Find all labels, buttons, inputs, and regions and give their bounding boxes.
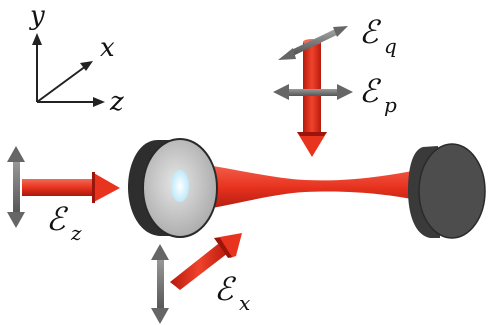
x-axis-line [36,65,87,103]
right-mirror [408,143,486,239]
y-axis-label: y [29,1,45,31]
top-pump-beam [297,39,327,157]
right-mirror-face [418,143,486,239]
eq-arrowhead-right [333,26,348,37]
ep-symbol: ℰ [359,72,382,110]
ep-arrowhead-right [337,84,353,100]
z-axis-arrowhead [93,97,105,107]
eq-polarization-arrow [278,26,348,60]
ex-beam-arrowhead [214,233,242,258]
left-mirror-beam-spot [171,170,189,202]
label-ez: ℰ z [46,200,82,245]
ez-arrowhead-top [7,146,25,162]
label-ex: ℰ x [214,270,250,315]
ez-arrowhead-bottom [7,212,25,228]
x-axis-arrowhead [80,61,93,71]
x-axis-label: x [100,33,115,63]
eq-subscript: q [384,34,397,58]
ez-beam-arrowhead [92,172,120,203]
ex-polarization-arrow [151,244,169,324]
ex-beam-shaft [170,244,228,290]
ez-subscript: z [70,221,82,245]
left-mirror [128,138,218,238]
y-axis-arrowhead [32,33,42,45]
ez-polarization-arrow [7,146,25,228]
eq-symbol: ℰ [359,13,382,51]
label-ep: ℰ p [359,72,397,117]
z-axis-label: z [109,87,124,117]
ez-symbol: ℰ [46,200,69,238]
ez-beam-shaft [22,179,98,196]
ex-subscript: x [239,291,250,315]
ex-beam [170,233,242,290]
top-beam-shaft [303,42,321,134]
ex-arrowhead-bottom [151,308,169,324]
ex-symbol: ℰ [214,270,237,308]
cavity-beam [178,160,418,214]
eq-arrowhead-left [278,48,296,60]
ep-polarization-arrow [273,84,353,100]
ex-arrowhead-top [151,244,169,260]
top-beam-arrowhead [297,132,327,157]
ep-arrowhead-left [273,84,289,100]
coordinate-axes [32,33,105,107]
ez-beam [22,172,120,203]
ep-subscript: p [384,93,397,117]
label-eq: ℰ q [359,13,397,58]
